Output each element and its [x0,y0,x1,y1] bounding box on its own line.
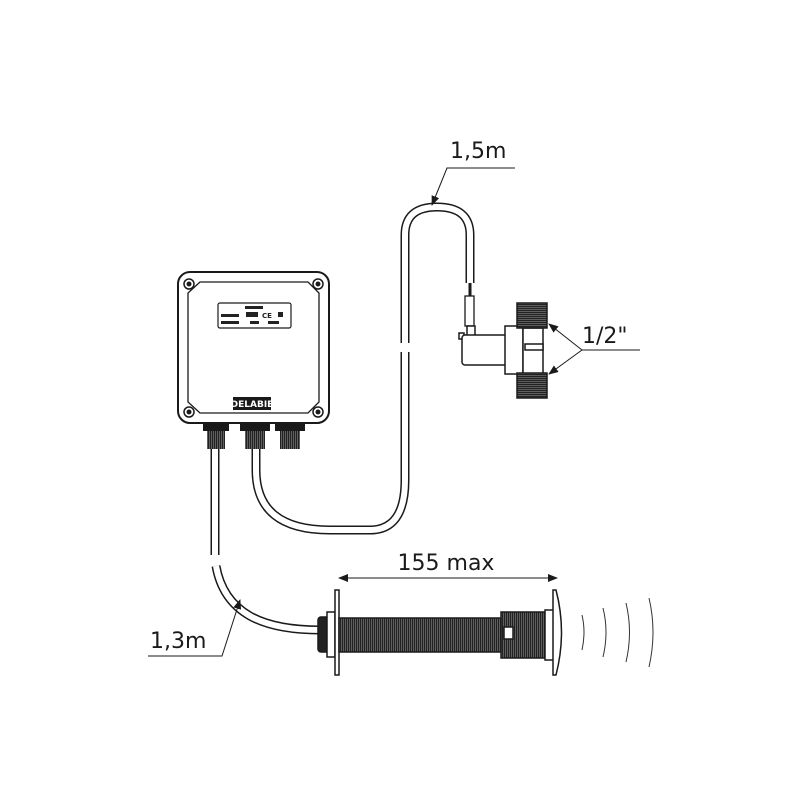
thread-size-label: 1/2" [582,324,628,349]
cable-glands [203,423,305,449]
rating-plate: CE [217,302,292,329]
svg-text:CE: CE [262,312,272,320]
sensor-cable [210,448,321,635]
dimension-1-3m [148,599,242,657]
detection-waves-icon [581,597,654,668]
solenoid-valve [458,302,548,399]
control-box: CE DELABIE [177,271,330,449]
sensor [317,589,563,676]
valve-cable [251,202,475,535]
dimension-thread [548,323,640,375]
sensor-length-label: 155 max [398,551,495,576]
dimension-1-5m [431,167,515,206]
brand-logo: DELABIE [231,397,274,410]
cable-length-label-1-3m: 1,3m [150,629,206,654]
svg-text:DELABIE: DELABIE [231,400,274,410]
cable-length-label-1-5m: 1,5m [450,139,506,164]
